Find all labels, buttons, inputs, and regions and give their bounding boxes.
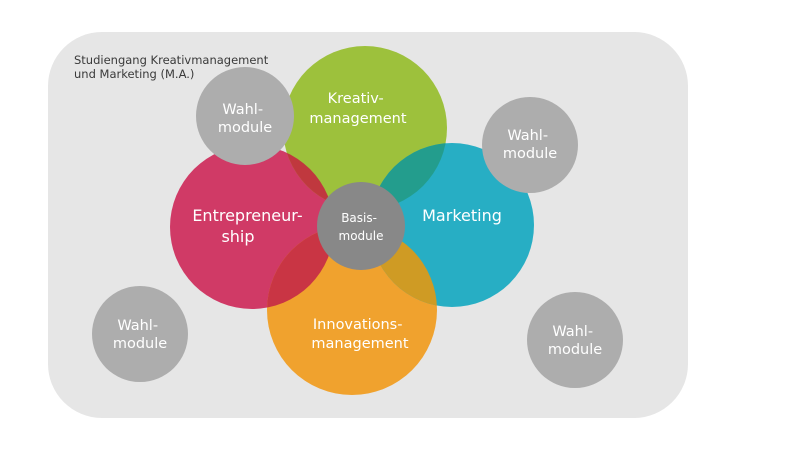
elective-label-top-left: Wahl- module (218, 102, 272, 136)
overlap-innovation-marketing (370, 225, 437, 307)
elective-circle-bottom-right[interactable] (527, 292, 623, 388)
marketing-label: Marketing (422, 206, 502, 225)
entrepreneurship-label: Entrepreneur- ship (192, 206, 307, 246)
kreativ-label: Kreativ- management (309, 91, 406, 127)
elective-circle-bottom-left[interactable] (92, 286, 188, 382)
program-title: Studiengang Kreativmanagement und Market… (74, 53, 272, 81)
overlap-innovation-entrepreneurship (267, 225, 334, 309)
elective-circle-top-left[interactable] (196, 67, 294, 165)
elective-label-bottom-left: Wahl- module (113, 318, 167, 352)
overlap-kreativ-marketing (370, 143, 447, 210)
basis-circle[interactable] (317, 182, 405, 270)
innovation-label: Innovations- management (311, 317, 408, 352)
basis-label: Basis- module (339, 211, 384, 243)
elective-label-top-right: Wahl- module (503, 128, 557, 162)
elective-label-bottom-right: Wahl- module (548, 324, 602, 358)
elective-circle-top-right[interactable] (482, 97, 578, 193)
